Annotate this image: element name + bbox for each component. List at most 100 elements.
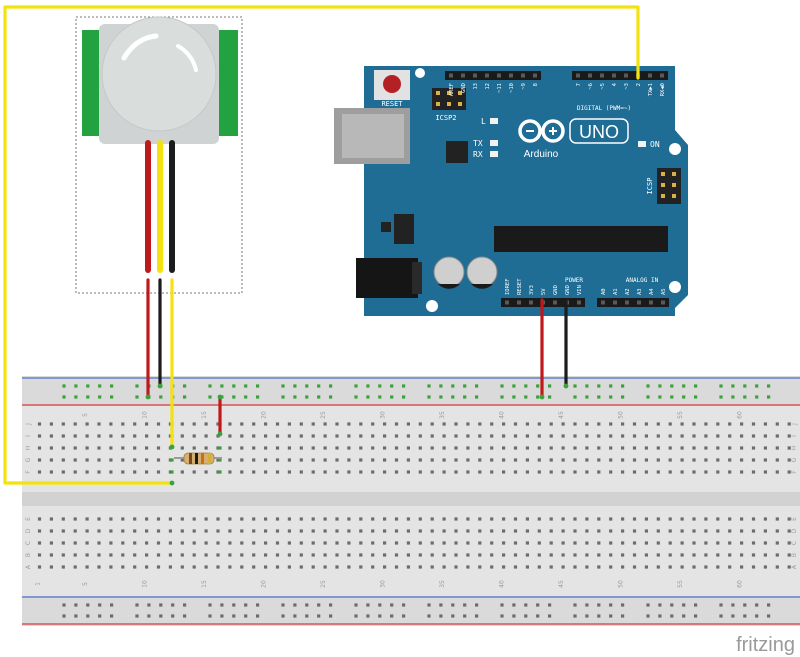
hole — [335, 434, 339, 438]
hole — [585, 565, 589, 569]
hole — [439, 614, 443, 618]
hole — [716, 565, 720, 569]
hole — [680, 446, 684, 450]
hole — [73, 458, 77, 462]
hole — [133, 553, 137, 557]
hole — [609, 614, 613, 618]
hole — [216, 470, 220, 474]
hole — [135, 395, 139, 399]
hole — [216, 541, 220, 545]
hole — [145, 434, 149, 438]
hole — [299, 553, 303, 557]
hole — [525, 458, 529, 462]
hole — [490, 470, 494, 474]
hole — [73, 529, 77, 533]
hole — [37, 565, 42, 569]
hole — [347, 565, 351, 569]
hole — [61, 529, 65, 533]
hole — [656, 434, 660, 438]
hole — [394, 446, 399, 450]
hole — [609, 434, 613, 438]
pin-label: 3V3 — [529, 285, 535, 295]
hole — [513, 517, 518, 521]
hole — [537, 470, 541, 474]
hole — [145, 517, 149, 521]
hole — [475, 614, 479, 618]
hole — [394, 541, 399, 545]
hole — [204, 541, 208, 545]
hole — [763, 446, 767, 450]
row-letter: B — [791, 553, 798, 557]
hole — [621, 458, 625, 462]
hole — [656, 553, 660, 557]
hole — [180, 434, 184, 438]
header-body — [597, 298, 669, 307]
hole — [692, 458, 696, 462]
hole — [220, 614, 224, 618]
hole — [359, 434, 363, 438]
reset-label: RESET — [381, 100, 403, 108]
hole — [145, 541, 149, 545]
hole — [743, 395, 747, 399]
row-letter: C — [25, 541, 32, 545]
wires — [3, 5, 640, 485]
hole — [763, 422, 767, 426]
hole — [621, 603, 625, 607]
hole — [536, 614, 540, 618]
hole — [145, 553, 149, 557]
header-pin — [529, 300, 533, 305]
hole — [275, 565, 280, 569]
hole — [121, 434, 125, 438]
hole — [73, 446, 77, 450]
hole — [644, 565, 648, 569]
pin-label: ~9 — [521, 83, 527, 90]
hole — [682, 603, 686, 607]
hole — [537, 446, 541, 450]
hole — [371, 458, 375, 462]
hole — [335, 541, 339, 545]
hole — [502, 434, 506, 438]
hole — [646, 614, 650, 618]
column-number-bottom: 1 — [35, 582, 42, 586]
row-letter: B — [25, 553, 32, 557]
hole — [244, 614, 248, 618]
pin-label: ~3 — [624, 83, 630, 90]
hole — [329, 384, 333, 388]
hole — [171, 614, 175, 618]
hole — [478, 529, 482, 533]
hole — [180, 565, 184, 569]
hole — [133, 517, 137, 521]
hole — [632, 458, 637, 462]
hole — [549, 434, 553, 438]
hole — [311, 434, 315, 438]
hole — [549, 517, 553, 521]
hole — [475, 384, 479, 388]
hole — [682, 614, 686, 618]
hole — [228, 565, 232, 569]
hole — [156, 541, 161, 545]
hole — [694, 614, 698, 618]
hole — [228, 470, 232, 474]
hole — [133, 470, 137, 474]
hole — [97, 434, 101, 438]
hole — [402, 603, 406, 607]
column-number-bottom: 40 — [499, 580, 506, 588]
dome-highlight-2 — [176, 44, 198, 72]
hole — [670, 395, 674, 399]
hole — [719, 384, 723, 388]
hole — [442, 470, 446, 474]
hole — [406, 529, 410, 533]
hole — [680, 517, 684, 521]
header-pin — [601, 300, 605, 305]
hole — [692, 565, 696, 569]
header-pin — [576, 73, 580, 78]
column-number-top: 50 — [618, 411, 625, 419]
pin-label: A5 — [661, 288, 667, 295]
hole — [145, 565, 149, 569]
hole — [406, 422, 410, 426]
hole — [73, 470, 77, 474]
hole — [548, 614, 552, 618]
hole — [502, 529, 506, 533]
hole — [490, 517, 494, 521]
row-letter: I — [791, 435, 798, 437]
